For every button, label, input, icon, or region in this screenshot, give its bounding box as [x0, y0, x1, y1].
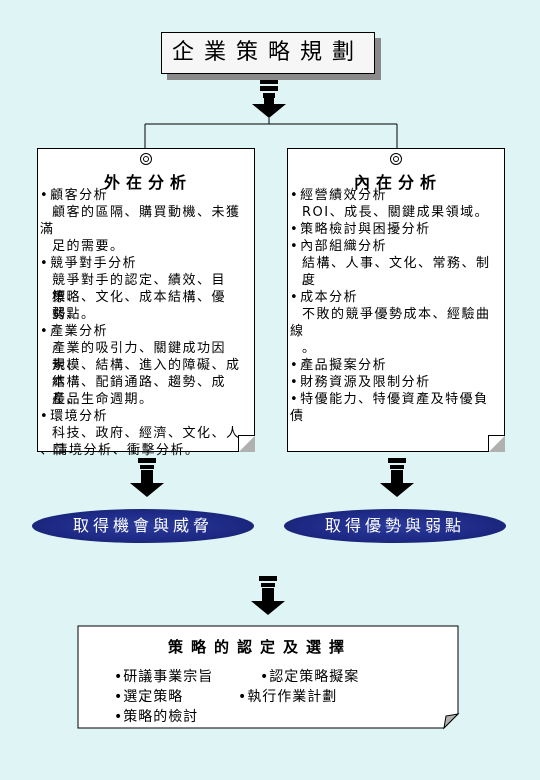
internal-line: 結構、人事、文化、常務、制度	[302, 256, 491, 288]
target-icon	[140, 153, 152, 165]
internal-line: 線	[290, 324, 305, 339]
internal-line: 產品擬案分析	[290, 357, 387, 374]
strategy-item: 選定策略	[114, 686, 183, 706]
external-line: 足的需要。	[52, 239, 125, 254]
down-arrow-bottom	[251, 576, 285, 615]
external-line: 、情境分析、衝擊分析。	[40, 443, 200, 458]
down-arrow-left	[130, 458, 164, 497]
internal-line: 。	[302, 341, 317, 356]
down-arrow-right	[380, 458, 414, 497]
external-line: 科技、政府、經濟、文化、人口	[52, 426, 241, 458]
strategy-item: 認定策略擬案	[260, 666, 359, 686]
internal-line: ROI、成長、關鍵成果領域。	[302, 205, 490, 220]
external-line: 產品生命週期。	[52, 392, 154, 407]
external-line: 規模、結構、進入的障礙、成本	[52, 358, 241, 390]
strategy-selection-panel: 策略的認定及選擇 研議事業宗旨 認定策略擬案 選定策略 執行作業計劃 策略的檢討	[78, 626, 458, 728]
strategy-item: 研議事業宗旨	[114, 666, 213, 686]
internal-line: 特優能力、特優資產及特優負	[290, 391, 489, 408]
internal-line: 成本分析	[290, 289, 358, 306]
external-analysis-panel: 外在分析 顧客分析顧客的區隔、購買動機、未獲滿足的需要。競爭對手分析競爭對手的認…	[37, 148, 255, 458]
external-line: 顧客分析	[40, 187, 108, 204]
external-line: 策略、文化、成本結構、優勢、	[52, 290, 227, 322]
internal-line: 。	[302, 273, 317, 288]
opportunities-threats-ellipse: 取得機會與威脅	[32, 509, 254, 543]
external-line: 產業分析	[40, 323, 108, 340]
strategy-selection-title: 策略的認定及選擇	[168, 638, 353, 656]
external-line: 滿	[40, 222, 55, 237]
internal-line: 策略檢討與困擾分析	[290, 221, 431, 238]
internal-line: 債	[290, 409, 305, 424]
strengths-weaknesses-ellipse: 取得優勢與弱點	[284, 509, 506, 543]
internal-line: 經營績效分析	[290, 187, 387, 204]
strategy-item: 執行作業計劃	[238, 686, 337, 706]
external-line: 競爭對手分析	[40, 255, 137, 272]
external-line: 競爭對手的認定、績效、目標、	[52, 273, 227, 305]
external-line: 結構、配銷通路、趨勢、成長、	[52, 375, 227, 407]
external-line: 環境分析	[40, 408, 108, 425]
external-line: 弱點。	[52, 307, 96, 322]
external-analysis-title: 外在分析	[104, 173, 193, 192]
strategy-item: 策略的檢討	[114, 706, 198, 726]
down-arrow-top	[252, 80, 286, 118]
internal-line: 不敗的競爭優勢成本、經驗曲	[302, 307, 491, 322]
internal-line: 財務資源及限制分析	[290, 374, 431, 391]
internal-analysis-panel: 內在分析 經營績效分析ROI、成長、關鍵成果領域。策略檢討與困擾分析內部組織分析…	[287, 148, 505, 452]
external-line: 顧客的區隔、購買動機、未獲	[52, 205, 241, 220]
external-line: 產業的吸引力、關鍵成功因素、	[52, 341, 227, 373]
target-icon	[390, 153, 402, 165]
internal-line: 內部組織分析	[290, 238, 387, 255]
page-title: 企業策略規劃	[161, 32, 375, 74]
